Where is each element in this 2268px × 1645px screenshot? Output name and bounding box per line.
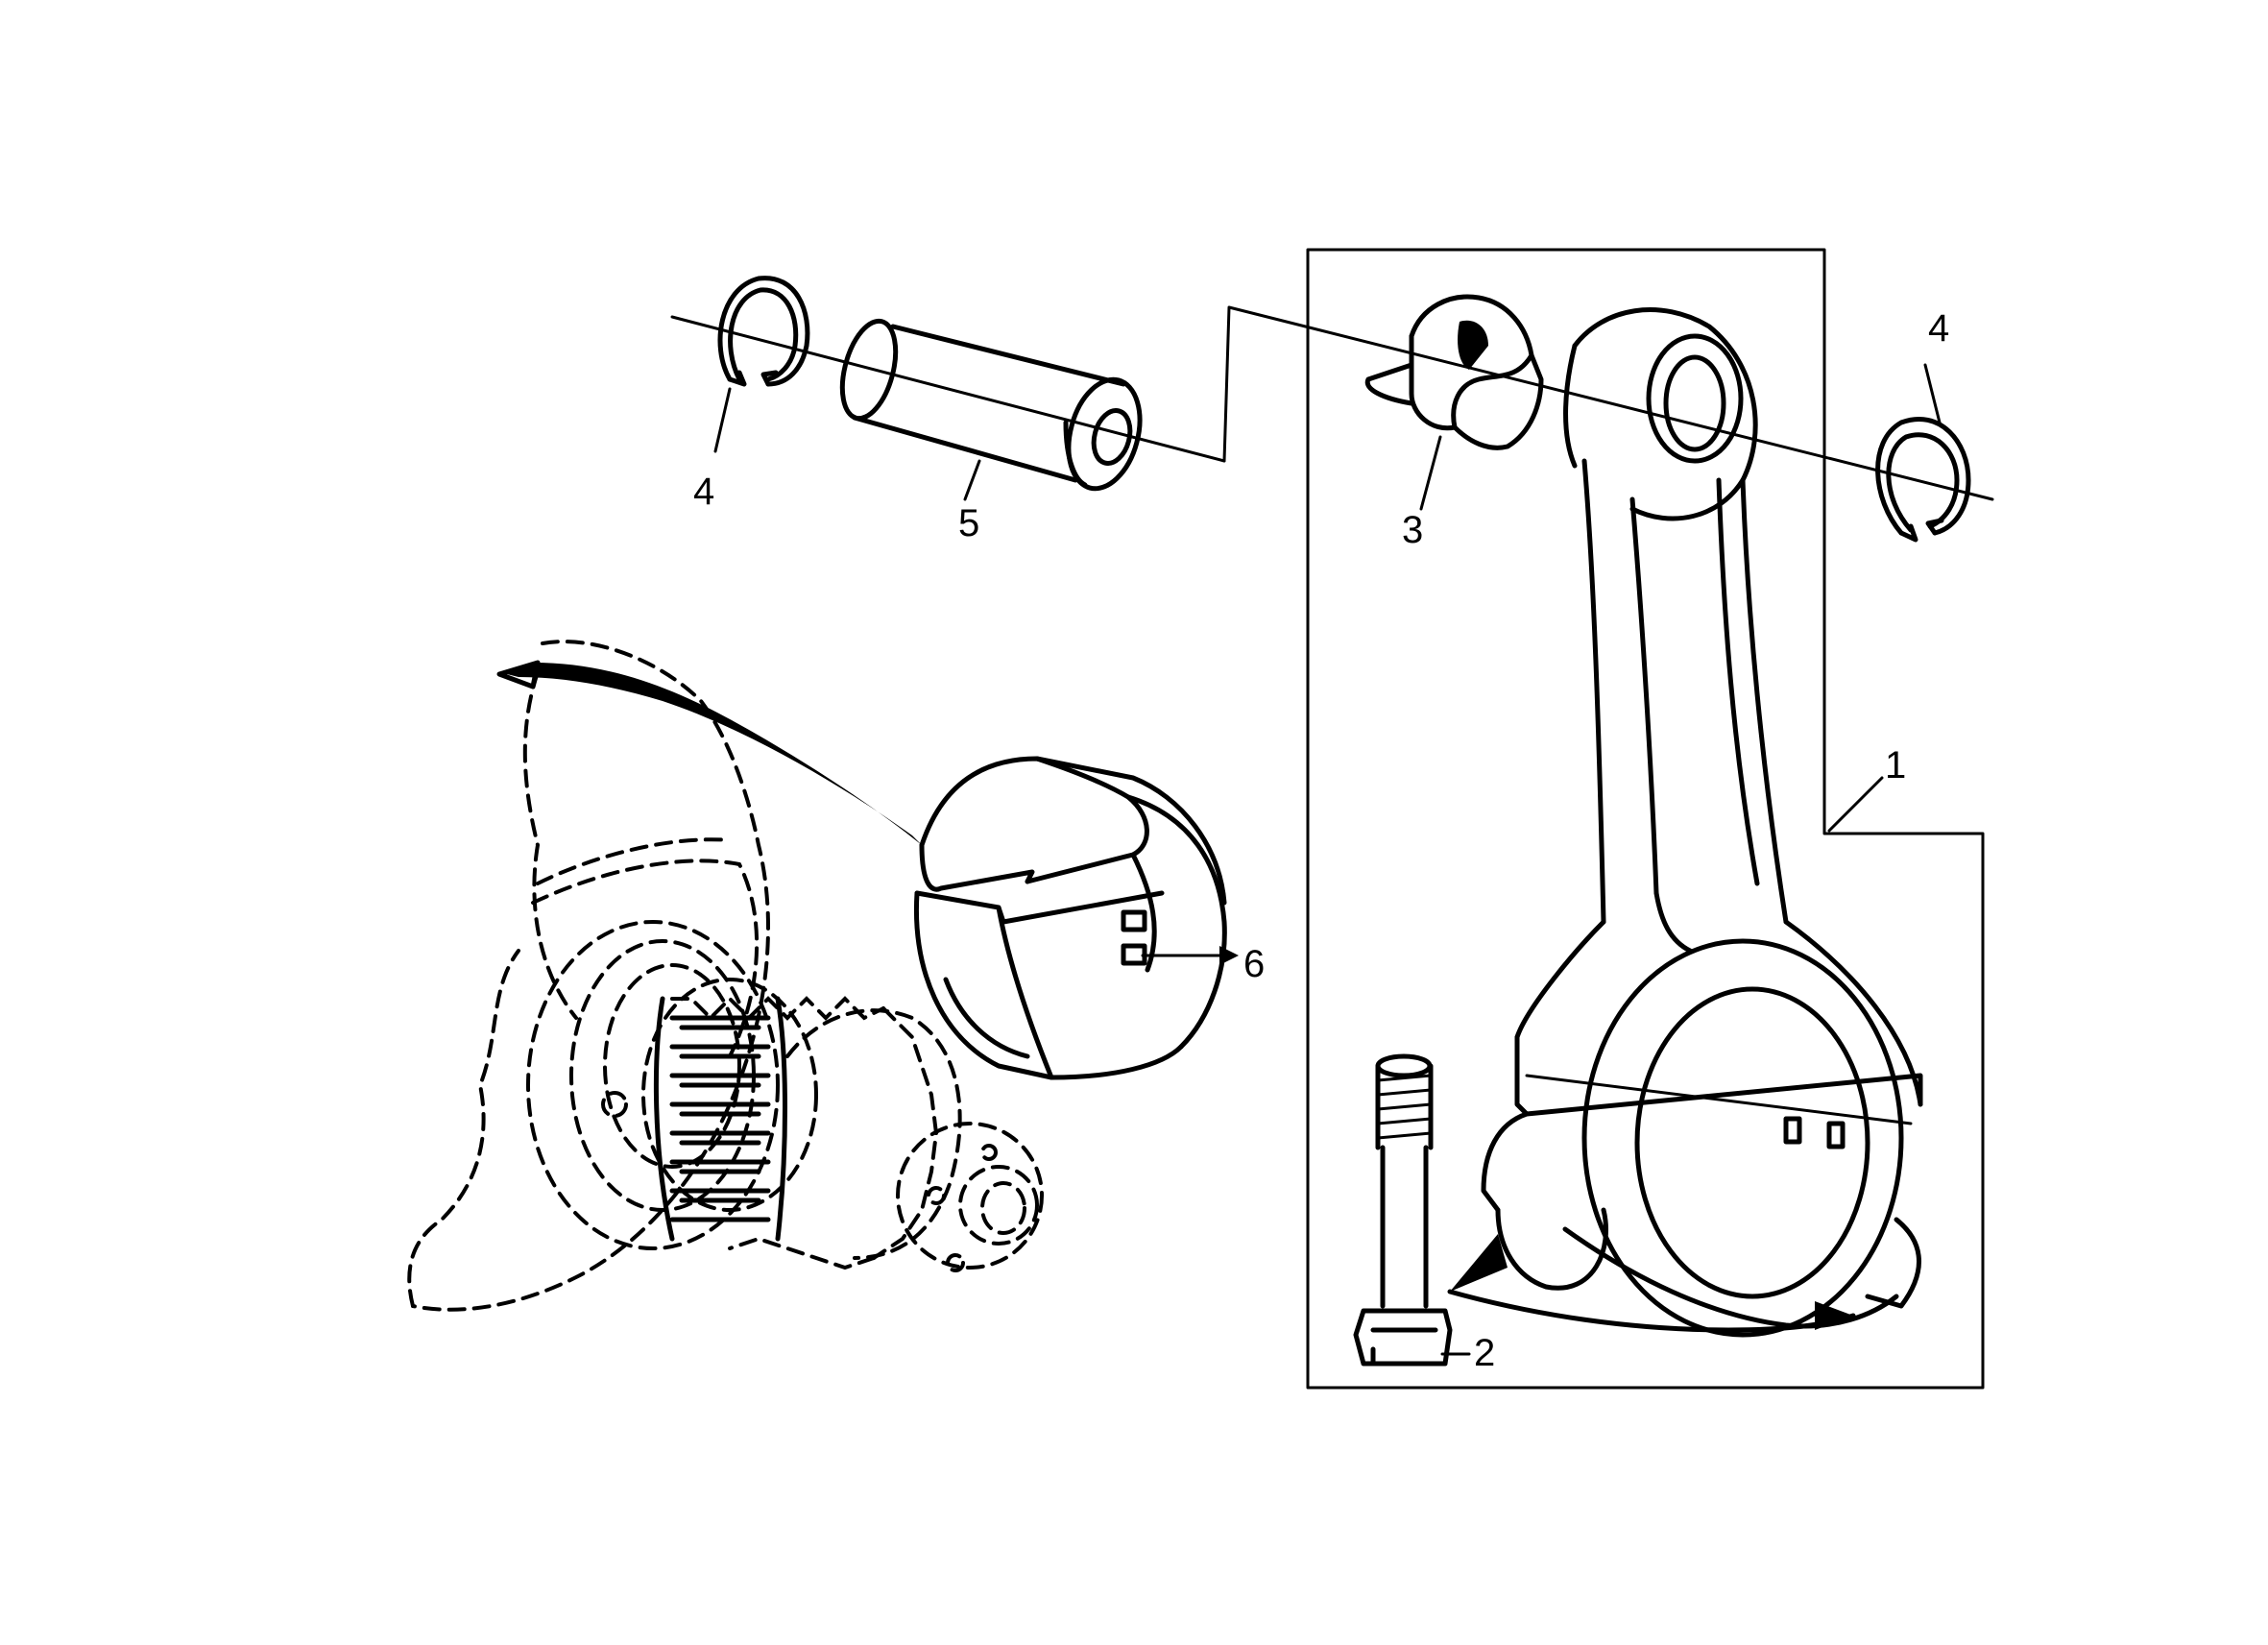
assembly-arrow (496, 660, 922, 845)
callout-2: 2 (1474, 1332, 1495, 1374)
pin-axis-line (670, 305, 1994, 501)
circlip-icon (717, 276, 810, 387)
callout-4-left: 4 (693, 471, 714, 513)
callout-3: 3 (1402, 509, 1423, 551)
circlip-icon (1875, 416, 1971, 543)
rod-bolt-icon (1353, 1053, 1856, 1367)
callout-1: 1 (1885, 744, 1906, 786)
callout-6: 6 (1243, 943, 1265, 985)
callout-5: 5 (958, 502, 979, 544)
small-end-bushing-icon (1364, 294, 1544, 450)
crankshaft-gear-icon (407, 640, 1044, 1312)
connecting-rod-icon (1481, 307, 1923, 1338)
piston-pin-icon (839, 318, 1143, 492)
leader-lines (713, 363, 1942, 1356)
callout-4-right: 4 (1928, 307, 1949, 350)
big-end-bearing-shell-icon (913, 756, 1239, 1080)
assembly-box (1306, 248, 1985, 1390)
